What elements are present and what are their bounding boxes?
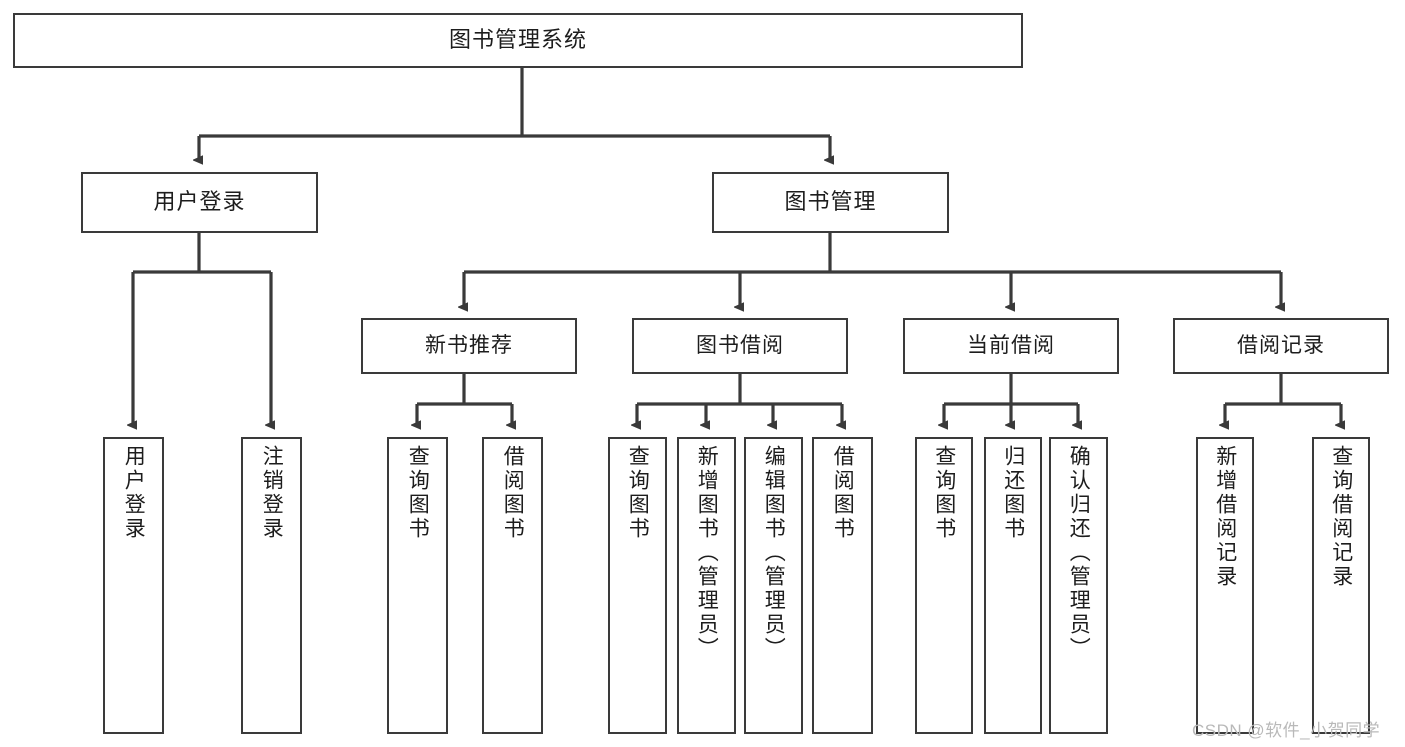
leaf-return-book[interactable]: 归还图书 bbox=[984, 437, 1042, 734]
node-label: 借阅图书 bbox=[501, 445, 525, 541]
leaf-edit-book-admin[interactable]: 编辑图书（管理员） bbox=[744, 437, 803, 734]
node-label: 新增借阅记录 bbox=[1213, 445, 1237, 589]
csdn-watermark: CSDN @软件_小贺同学 bbox=[1192, 721, 1381, 740]
node-new-book-recommend[interactable]: 新书推荐 bbox=[361, 318, 577, 374]
node-label: 图书借阅 bbox=[696, 334, 784, 358]
node-root-book-management-system[interactable]: 图书管理系统 bbox=[13, 13, 1023, 68]
node-book-management[interactable]: 图书管理 bbox=[712, 172, 949, 233]
leaf-confirm-return-admin[interactable]: 确认归还（管理员） bbox=[1049, 437, 1108, 734]
node-label: 注销登录 bbox=[260, 445, 284, 541]
node-label: 用户登录 bbox=[153, 189, 246, 215]
node-label: 当前借阅 bbox=[967, 334, 1055, 358]
leaf-user-login[interactable]: 用户登录 bbox=[103, 437, 164, 734]
node-label: 借阅图书 bbox=[831, 445, 855, 541]
node-current-borrow[interactable]: 当前借阅 bbox=[903, 318, 1119, 374]
leaf-borrow-book[interactable]: 借阅图书 bbox=[812, 437, 873, 734]
node-label: 新增图书（管理员） bbox=[695, 445, 719, 661]
node-book-borrow[interactable]: 图书借阅 bbox=[632, 318, 848, 374]
node-label: 查询图书 bbox=[932, 445, 956, 541]
node-label: 借阅记录 bbox=[1237, 334, 1325, 358]
leaf-logout[interactable]: 注销登录 bbox=[241, 437, 302, 734]
leaf-add-borrow-record[interactable]: 新增借阅记录 bbox=[1196, 437, 1254, 734]
node-label: 图书管理 bbox=[784, 189, 877, 215]
node-label: 查询图书 bbox=[626, 445, 650, 541]
leaf-query-book-borrow[interactable]: 查询图书 bbox=[608, 437, 667, 734]
node-label: 新书推荐 bbox=[425, 334, 513, 358]
leaf-query-borrow-record[interactable]: 查询借阅记录 bbox=[1312, 437, 1370, 734]
leaf-query-book-current[interactable]: 查询图书 bbox=[915, 437, 973, 734]
leaf-borrow-book-new-recommend[interactable]: 借阅图书 bbox=[482, 437, 543, 734]
node-label: 编辑图书（管理员） bbox=[762, 445, 786, 661]
node-label: 归还图书 bbox=[1001, 445, 1025, 541]
node-label: 用户登录 bbox=[122, 445, 146, 541]
node-label: 确认归还（管理员） bbox=[1067, 445, 1091, 661]
node-label: 查询借阅记录 bbox=[1329, 445, 1353, 589]
node-label: 图书管理系统 bbox=[448, 27, 587, 53]
node-borrow-record[interactable]: 借阅记录 bbox=[1173, 318, 1389, 374]
leaf-query-book-new-recommend[interactable]: 查询图书 bbox=[387, 437, 448, 734]
node-label: 查询图书 bbox=[406, 445, 430, 541]
node-user-login[interactable]: 用户登录 bbox=[81, 172, 318, 233]
leaf-add-book-admin[interactable]: 新增图书（管理员） bbox=[677, 437, 736, 734]
